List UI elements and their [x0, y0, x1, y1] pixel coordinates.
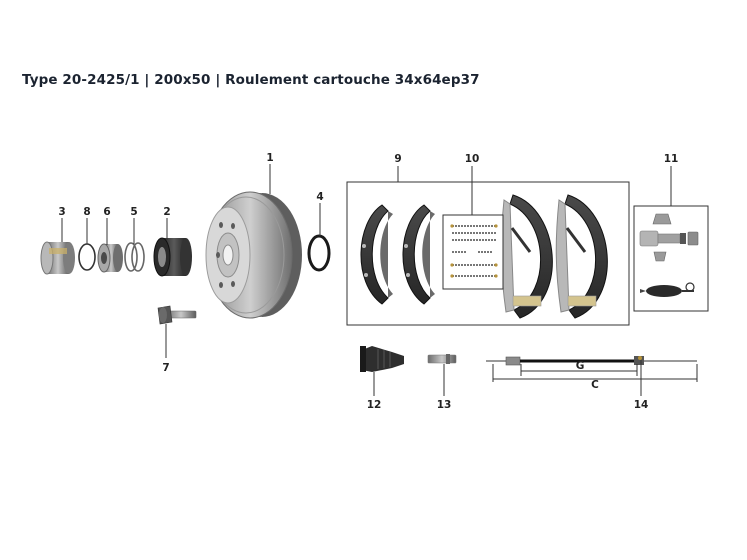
part-label-14: 14 — [634, 399, 649, 411]
brake-drum — [205, 191, 302, 319]
part-label-10: 10 — [465, 153, 480, 165]
part-label-5: 5 — [130, 206, 137, 218]
dimension-c: C — [492, 364, 698, 391]
cable-sleeve — [427, 354, 457, 364]
brake-shoe-left — [360, 204, 393, 305]
axle-nut — [97, 243, 123, 273]
part-label-12: 12 — [367, 399, 382, 411]
part-label-9: 9 — [394, 153, 401, 165]
seal-ring — [78, 243, 96, 271]
brake-cable — [486, 356, 697, 366]
part-label-2: 2 — [163, 206, 170, 218]
adjuster-kit — [639, 213, 699, 297]
dimension-g-label: G — [576, 360, 585, 372]
page-title: Type 20-2425/1 | 200x50 | Roulement cart… — [22, 72, 480, 88]
part-label-7: 7 — [162, 362, 169, 374]
part-label-6: 6 — [103, 206, 110, 218]
dimension-c-label: C — [591, 379, 599, 391]
part-label-3: 3 — [58, 206, 65, 218]
circlip — [124, 242, 145, 272]
cable-bellows — [360, 346, 404, 372]
brake-shoe-assembly-left — [500, 194, 553, 319]
part-labels: 1 2 3 4 5 6 7 8 9 10 11 12 13 14 — [58, 152, 678, 411]
brake-shoe-assembly-right — [555, 194, 608, 319]
wheel-bolt — [157, 305, 197, 325]
hub-cap — [40, 241, 75, 275]
part-label-1: 1 — [266, 152, 273, 164]
part-label-11: 11 — [664, 153, 679, 165]
spring-kit — [442, 214, 504, 290]
o-ring — [307, 234, 331, 272]
part-label-4: 4 — [316, 191, 323, 203]
bearing-cartridge — [153, 237, 192, 277]
part-label-13: 13 — [437, 399, 452, 411]
brake-shoe-right — [402, 204, 435, 305]
dimension-g: G — [520, 360, 638, 376]
brake-shoe-frame — [346, 181, 630, 326]
part-label-8: 8 — [83, 206, 90, 218]
